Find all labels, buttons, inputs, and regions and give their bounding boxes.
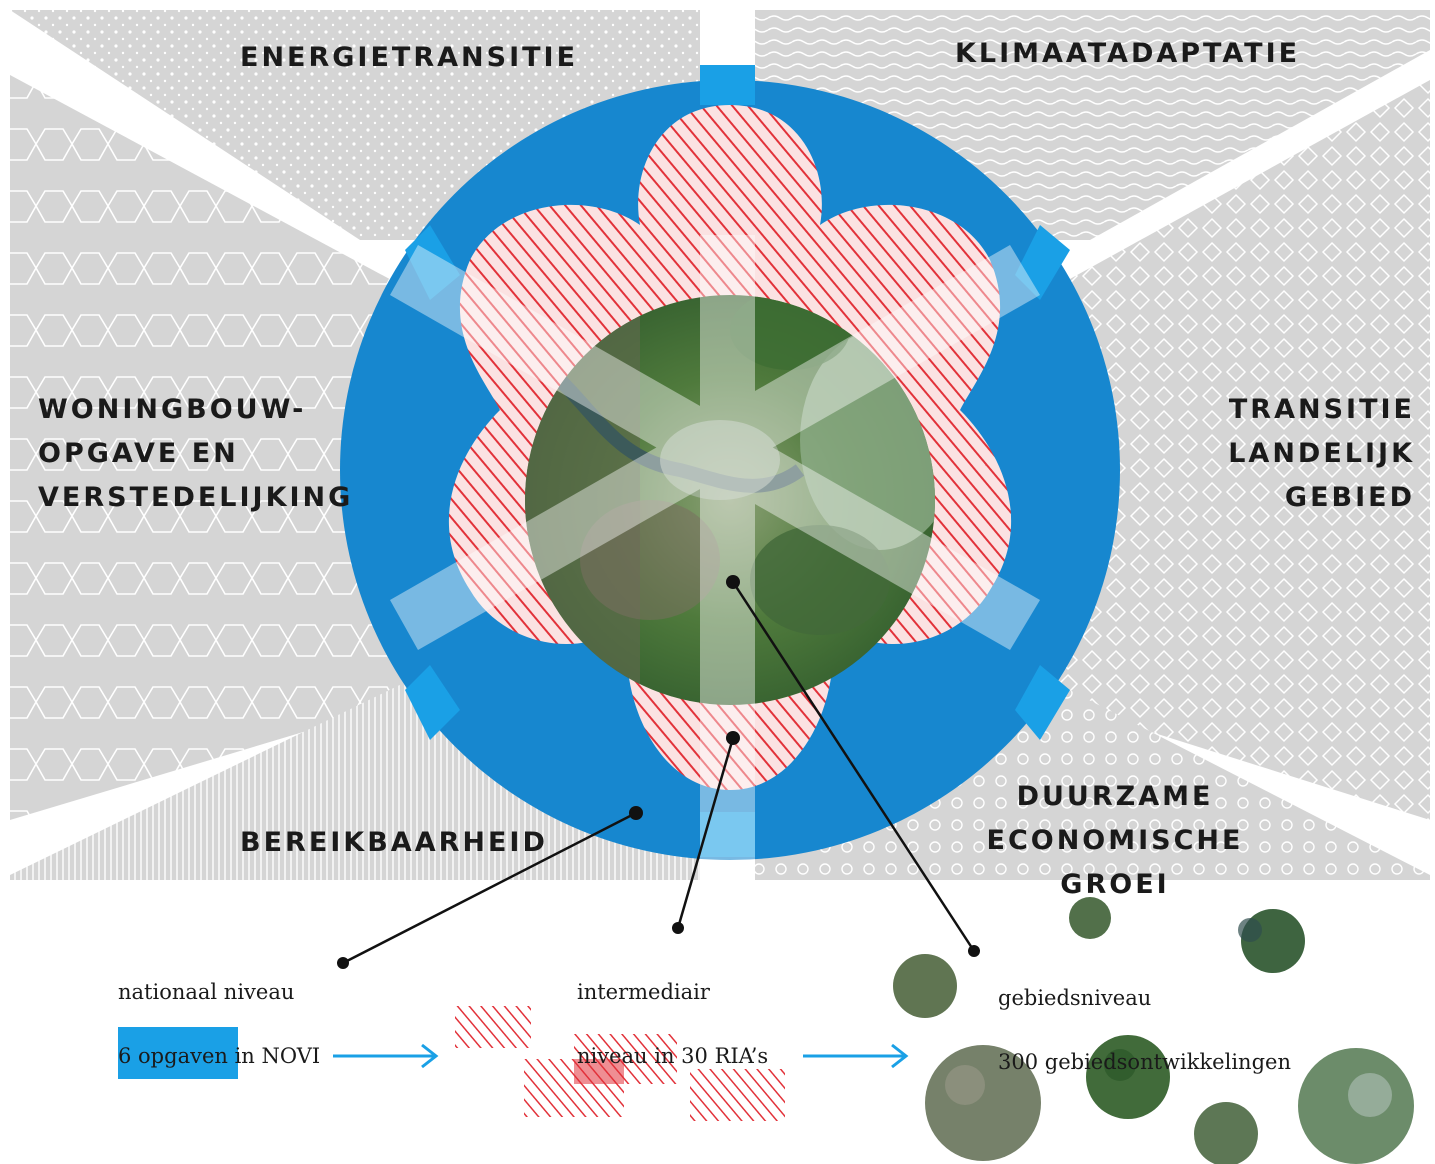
legend-gebied-line1: gebiedsniveau — [998, 986, 1152, 1010]
arrow-2-head — [891, 1043, 909, 1069]
arrow-1-head — [421, 1043, 439, 1069]
ring-band-lower-right — [1015, 665, 1070, 740]
legend-intermediair-line1: intermediair — [577, 980, 710, 1004]
legend-nationaal-line1: nationaal niveau — [118, 980, 295, 1004]
leader-line-gebied — [731, 581, 976, 952]
legend-national-swatch — [118, 1027, 238, 1079]
ring-band-lower-left — [405, 665, 460, 740]
label-transitie-landelijk: TRANSITIE LANDELIJK GEBIED — [1228, 394, 1415, 513]
area-circle-3 — [893, 954, 957, 1018]
ring-band-top — [700, 65, 755, 105]
dot-gebied — [968, 945, 980, 957]
legend-intermediair: intermediair niveau in 30 RIA’s — [577, 944, 768, 1104]
hatch-overlap — [574, 1059, 624, 1084]
label-bereikbaarheid: BEREIKBAARHEID — [240, 827, 548, 858]
hatch-swatch-4 — [690, 1069, 785, 1121]
quadrant-transitie-landelijk-pattern — [1050, 80, 1430, 820]
area-circle-1 — [1069, 897, 1111, 939]
legend-intermediair-line2: niveau in 30 RIA’s — [577, 1044, 769, 1068]
legend-gebied-line2: 300 gebiedsontwikkelingen — [998, 1050, 1291, 1074]
legend-gebied: gebiedsniveau 300 gebiedsontwikkelingen — [998, 950, 1291, 1110]
dot-nationaal — [337, 957, 349, 969]
ring-band-upper-right — [1015, 225, 1070, 300]
leader-line-nationaal — [342, 811, 637, 965]
label-woningbouw: WONINGBOUW- OPGAVE EN VERSTEDELIJKING — [38, 394, 354, 513]
legend-intermediate-swatches — [455, 1006, 785, 1121]
legend-nationaal: nationaal niveau 6 opgaven in NOVI — [118, 944, 320, 1104]
quadrant-woningbouw-pattern — [10, 75, 410, 820]
leader-line-intermediair — [676, 737, 735, 929]
dot-ring — [629, 806, 643, 820]
label-energietransitie: ENERGIETRANSITIE — [240, 42, 579, 73]
label-duurzame-groei: DUURZAME ECONOMISCHE GROEI — [986, 781, 1244, 900]
label-klimaatadaptatie: KLIMAATADAPTATIE — [955, 38, 1301, 69]
ring-band-upper-left — [405, 225, 460, 300]
issue-bands — [390, 235, 1040, 875]
dot-map — [726, 575, 740, 589]
leader-lines — [342, 581, 976, 965]
dot-flower — [726, 731, 740, 745]
area-circle-6 — [1194, 1102, 1258, 1164]
arrows — [333, 1043, 909, 1069]
hatch-swatch-1 — [455, 1006, 531, 1048]
dot-intermediair — [672, 922, 684, 934]
legend-nationaal-line2: 6 opgaven in NOVI — [118, 1044, 321, 1068]
legend-area-circles — [893, 897, 1414, 1164]
